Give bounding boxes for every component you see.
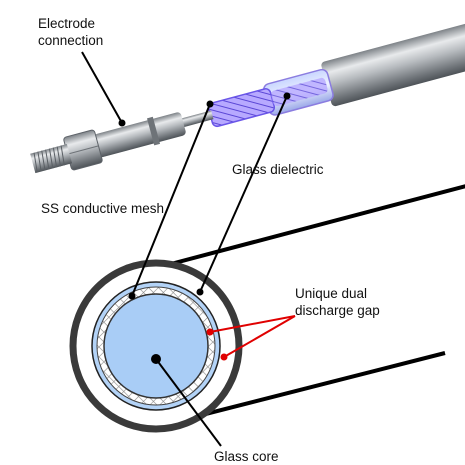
callout-core <box>155 358 222 447</box>
glass-core <box>103 293 209 399</box>
callout-gap-dot-lower <box>220 353 228 361</box>
callout-dielectric <box>199 95 288 293</box>
label-ss-conductive-mesh: SS conductive mesh <box>41 201 165 216</box>
label-electrode-connection: Electrode connection <box>38 15 103 49</box>
label-gap-line2: discharge gap <box>295 303 380 318</box>
thread-marks <box>33 145 65 173</box>
label-electrode-line2: connection <box>38 33 104 48</box>
callout-mesh <box>131 103 211 297</box>
thin-rod <box>180 110 214 128</box>
callout-mesh-dot-top <box>206 100 214 108</box>
callout-gap-dot-upper <box>206 328 214 336</box>
electrode-assembly <box>30 14 465 174</box>
callout-gap-upper <box>209 315 296 333</box>
callout-electrode-dot <box>118 119 126 127</box>
label-gap-line1: Unique dual <box>295 286 368 301</box>
conductive-mesh-coil <box>207 88 276 128</box>
connector-ring <box>146 116 161 146</box>
callout-dielectric-dot-bottom <box>196 288 204 296</box>
callout-electrode <box>81 51 123 124</box>
tube-top-edge <box>147 184 465 272</box>
outer-steel-tube <box>321 14 465 107</box>
label-discharge-gap: Unique dual discharge gap <box>295 285 380 319</box>
label-glass-core: Glass core <box>214 449 279 464</box>
callout-mesh-dot-bottom <box>128 292 136 300</box>
label-glass-dielectric: Glass dielectric <box>232 162 324 177</box>
label-electrode-line1: Electrode <box>38 16 96 31</box>
connector-body <box>94 112 186 158</box>
tube-bottom-edge <box>181 351 446 422</box>
callout-dielectric-dot-top <box>283 92 291 100</box>
callout-gap-lower <box>223 315 296 358</box>
